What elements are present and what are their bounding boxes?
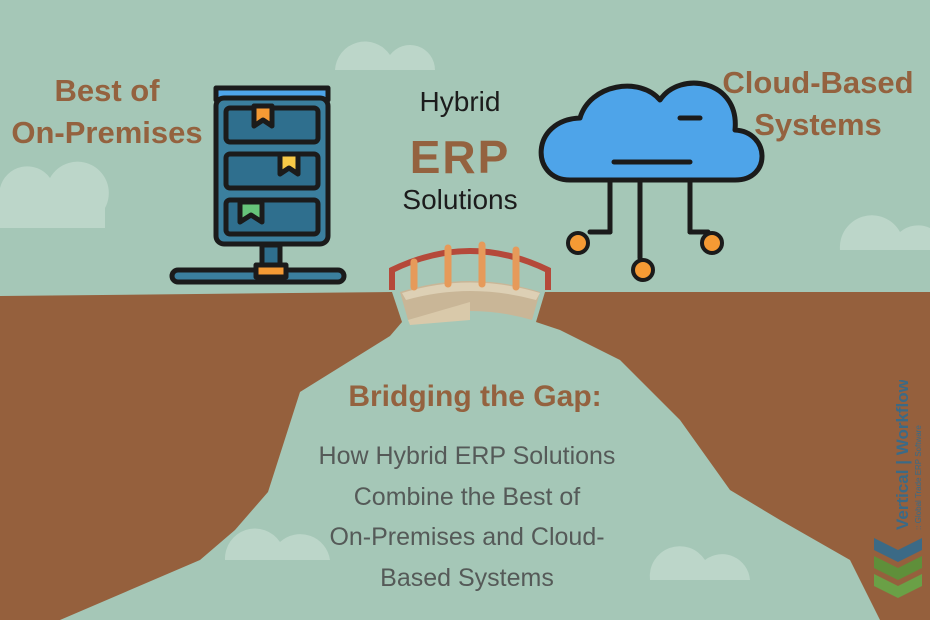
- subtitle-line: How Hybrid ERP Solutions: [318, 442, 616, 470]
- right-title-line2: Systems: [754, 107, 882, 142]
- left-title-line1: Best of: [54, 73, 160, 108]
- bridge-icon: [389, 241, 551, 325]
- subtitle-line: On-Premises and Cloud-: [329, 523, 605, 551]
- cloud-network-icon: [538, 80, 765, 282]
- background-clouds: [0, 41, 930, 580]
- brand-name-part1: Vertical: [893, 470, 912, 531]
- server-rack-icon: [169, 85, 347, 285]
- left-title-line2: On-Premises: [11, 115, 203, 150]
- hybrid-label: Hybrid: [419, 86, 501, 117]
- ground: [0, 292, 930, 620]
- brand-tagline: :: Global Trade ERP Software: [914, 425, 923, 530]
- bridge-heading: Bridging the Gap:: [348, 380, 602, 413]
- solutions-label: Solutions: [402, 184, 518, 215]
- subtitle-line: Combine the Best of: [353, 482, 581, 511]
- subtitle-line: Based Systems: [380, 563, 554, 592]
- brand-logo: Vertical | Workflow :: Global Trade ERP …: [874, 380, 923, 598]
- right-title-line1: Cloud-Based: [722, 65, 914, 100]
- erp-label: ERP: [409, 131, 511, 183]
- right-title: Cloud-Based Systems: [712, 62, 924, 146]
- left-title: Best of On-Premises: [2, 70, 212, 154]
- subtitle: How Hybrid ERP Solutions Combine the Bes…: [272, 436, 662, 598]
- brand-name-part2: Workflow: [893, 380, 912, 455]
- svg-text:Vertical | Workflow: Vertical | Workflow: [893, 380, 912, 530]
- brand-mark-icon: [874, 538, 922, 598]
